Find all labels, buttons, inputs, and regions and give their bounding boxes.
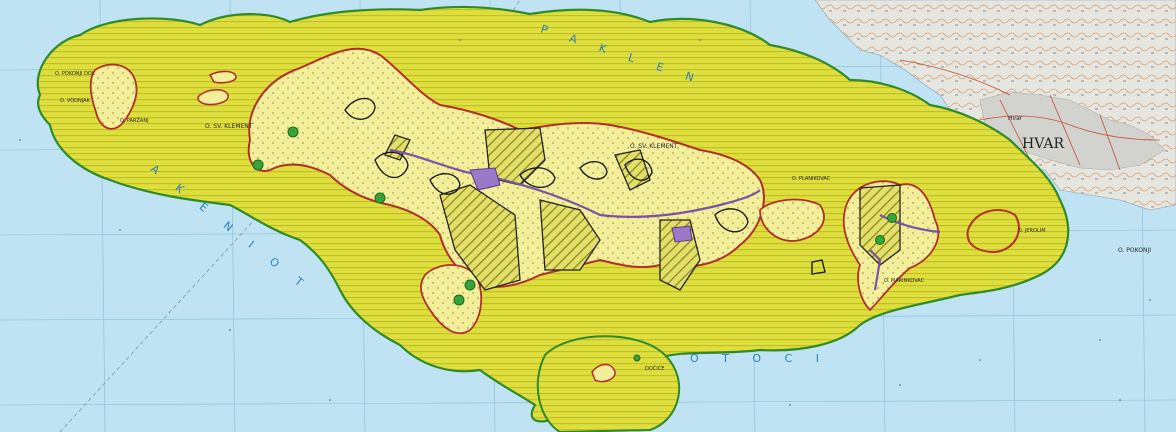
label-marinkovac: O. MARINKOVAC bbox=[884, 278, 925, 284]
depth-soundings bbox=[19, 39, 1151, 406]
island-jerolim bbox=[966, 209, 1020, 254]
islet-small-1 bbox=[197, 88, 229, 106]
label-town-hvar: HVAR bbox=[1022, 136, 1064, 152]
label-jerolim: O. JEROLIM bbox=[1018, 228, 1046, 234]
hvar-streets bbox=[899, 59, 1161, 171]
islet-docice bbox=[591, 363, 616, 383]
island-vodnjak bbox=[89, 63, 138, 130]
label-docice: DOČIĆE bbox=[645, 365, 664, 372]
label-hvar-small: Hvar bbox=[1008, 115, 1023, 122]
label-sveti-klement-1: O. SV. KLEMENT bbox=[205, 123, 253, 130]
buffer-zone-south-lobe bbox=[536, 335, 681, 432]
purple-polygons bbox=[469, 167, 693, 243]
island-east-group bbox=[759, 198, 825, 242]
label-pokonji: O. POKONJI bbox=[1118, 247, 1151, 254]
black-outline-parcels bbox=[344, 97, 826, 275]
green-point-markers bbox=[252, 126, 897, 362]
label-vodnjak: O. VODNJAK bbox=[60, 98, 91, 104]
islet-small-2 bbox=[208, 70, 237, 84]
label-planikovac: O. PLANIKOVAC bbox=[792, 176, 831, 182]
label-parzanj: O. PARŽANJ bbox=[120, 116, 149, 124]
label-pokonji-dol: O. POKONJI DOL bbox=[55, 71, 95, 77]
label-sveti-klement-2: O. SV. KLEMENT bbox=[630, 143, 678, 150]
roads bbox=[389, 148, 941, 291]
sea-name-otoci-south: O T O C I bbox=[690, 352, 829, 365]
